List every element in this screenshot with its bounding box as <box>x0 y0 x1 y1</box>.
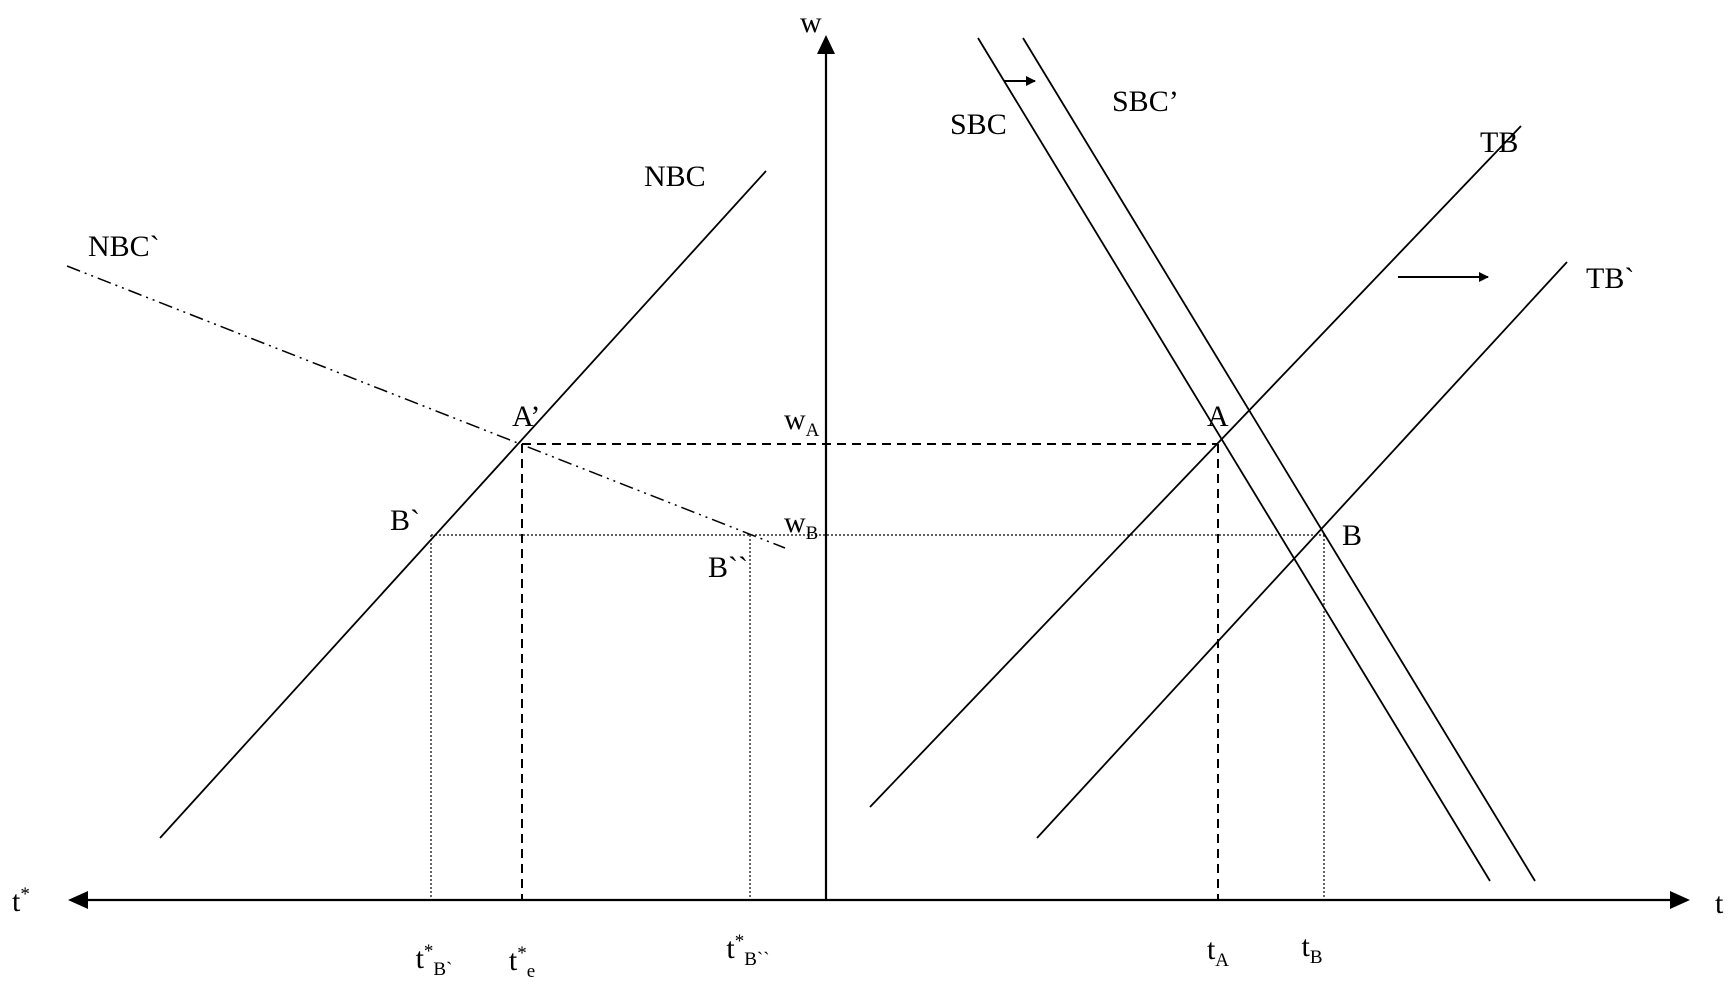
sbc-prime-label: SBC’ <box>1112 85 1179 118</box>
tB-label: tB <box>1301 930 1323 968</box>
tb-prime-label: TB` <box>1586 262 1635 295</box>
wA-label: wA <box>784 403 820 441</box>
point-b-label: B <box>1342 519 1363 552</box>
t-axis-label: t <box>1715 887 1724 920</box>
tA-label: tA <box>1206 933 1230 971</box>
point-b-prime-label: B` <box>390 504 420 537</box>
tBpp-label: t*B`` <box>726 931 770 970</box>
wB-label: wB <box>784 506 819 544</box>
sbc-label: SBC <box>950 108 1007 141</box>
horizontal-axis-left-arrow <box>68 891 88 909</box>
nbc-label: NBC <box>644 160 706 193</box>
vertical-axis-arrow <box>817 35 835 54</box>
tb-prime-curve <box>1036 261 1568 839</box>
point-a-label: A <box>1207 400 1229 433</box>
te-label: t*e <box>508 943 536 982</box>
sbc-curve <box>977 37 1491 882</box>
point-b-double-label: B`` <box>708 551 748 584</box>
t-star-axis-label: t* <box>12 884 30 918</box>
tb-curve <box>869 125 1522 808</box>
horizontal-axis-right-arrow <box>1670 891 1690 909</box>
nbc-curve <box>159 170 767 839</box>
nbc-prime-label: NBC` <box>88 230 160 263</box>
w-axis-label: w <box>800 6 822 39</box>
tb-label: TB <box>1480 126 1519 159</box>
point-a-prime-label: A’ <box>512 400 541 433</box>
nbc-prime-curve <box>66 265 786 549</box>
sbc-prime-curve <box>1022 37 1536 882</box>
tBp-label: t*B` <box>415 941 453 980</box>
